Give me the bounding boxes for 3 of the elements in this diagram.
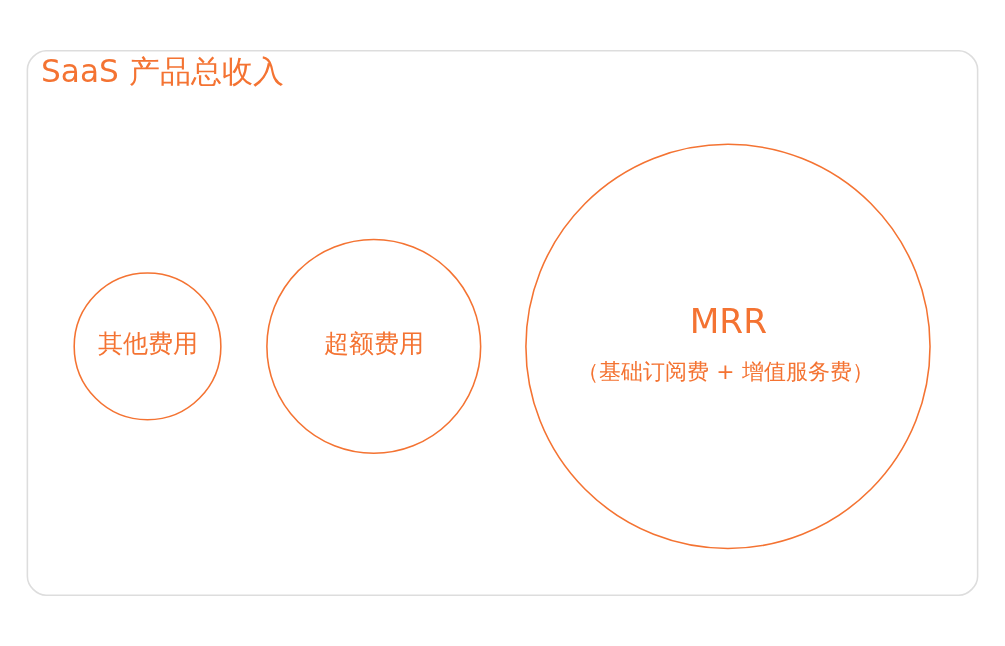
node-circle: 其他费用 [73,272,222,421]
node-circle: MRR （基础订阅费 + 增值服务费） [525,143,931,550]
node-circle: 超额费用 [266,238,482,455]
